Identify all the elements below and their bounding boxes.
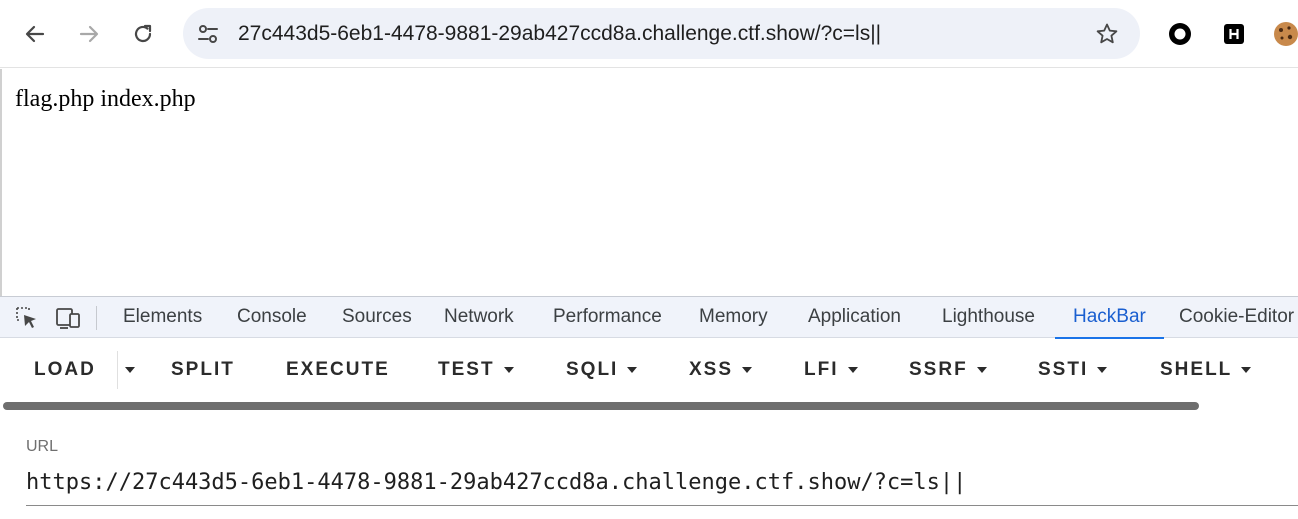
load-divider: [117, 351, 118, 389]
tab-network[interactable]: Network: [444, 306, 514, 327]
browser-toolbar: 27c443d5-6eb1-4478-9881-29ab427ccd8a.cha…: [0, 0, 1298, 68]
back-arrow-icon: [25, 25, 45, 43]
hackbar-scrollbar-thumb[interactable]: [3, 402, 1199, 410]
page-viewport: flag.php index.php: [0, 69, 1298, 296]
load-button-label: LOAD: [34, 359, 96, 380]
reload-icon: [134, 24, 152, 43]
back-button[interactable]: [17, 16, 53, 52]
tab-lighthouse[interactable]: Lighthouse: [942, 306, 1035, 327]
test-button-label: TEST: [438, 359, 495, 380]
devtools-tab-bar: Elements Console Sources Network Perform…: [0, 296, 1298, 339]
site-settings-icon: [198, 25, 218, 43]
cookie-extension-icon: [1274, 22, 1298, 46]
forward-button[interactable]: [71, 16, 107, 52]
xss-button-label: XSS: [689, 359, 734, 380]
ssrf-menu-button[interactable]: SSRF: [909, 357, 987, 383]
site-settings-button[interactable]: [195, 21, 221, 47]
inspect-element-button[interactable]: [14, 306, 40, 330]
bookmark-button[interactable]: [1094, 21, 1120, 47]
toolbar-separator: [96, 306, 97, 330]
address-bar-text[interactable]: 27c443d5-6eb1-4478-9881-29ab427ccd8a.cha…: [238, 22, 882, 45]
chevron-down-icon: [503, 367, 514, 373]
tab-console[interactable]: Console: [237, 306, 307, 327]
bookmark-star-icon: [1096, 23, 1118, 44]
sqli-button-label: SQLI: [566, 359, 619, 380]
chevron-down-icon: [1241, 367, 1252, 373]
execute-button[interactable]: EXECUTE: [286, 357, 390, 383]
load-button[interactable]: LOAD: [34, 357, 96, 383]
lfi-button-label: LFI: [804, 359, 839, 380]
ssti-button-label: SSTI: [1038, 359, 1089, 380]
address-bar[interactable]: 27c443d5-6eb1-4478-9881-29ab427ccd8a.cha…: [183, 8, 1140, 59]
xss-menu-button[interactable]: XSS: [689, 357, 753, 383]
tab-performance[interactable]: Performance: [553, 306, 662, 327]
tab-cookie-editor[interactable]: Cookie-Editor: [1179, 306, 1295, 327]
h-extension-icon: [1224, 24, 1244, 44]
shell-menu-button[interactable]: SHELL: [1160, 357, 1252, 383]
tab-sources[interactable]: Sources: [342, 306, 412, 327]
split-button[interactable]: SPLIT: [171, 357, 235, 383]
sqli-menu-button[interactable]: SQLI: [566, 357, 638, 383]
chevron-down-icon: [627, 367, 638, 373]
reload-button[interactable]: [125, 16, 161, 52]
page-output-text: flag.php index.php: [15, 86, 196, 112]
split-button-label: SPLIT: [171, 359, 235, 380]
forward-arrow-icon: [79, 25, 99, 43]
chevron-down-icon: [1097, 367, 1108, 373]
chevron-down-icon: [742, 367, 753, 373]
tab-memory[interactable]: Memory: [699, 306, 768, 327]
device-toolbar-icon: [56, 308, 80, 329]
shell-button-label: SHELL: [1160, 359, 1233, 380]
inspect-element-icon: [16, 307, 36, 328]
hackbar-url-section: URL https://27c443d5-6eb1-4478-9881-29ab…: [0, 412, 1298, 519]
chevron-down-icon: [847, 367, 858, 373]
ssrf-button-label: SSRF: [909, 359, 968, 380]
extension-circle[interactable]: [1166, 20, 1194, 48]
url-field-label: URL: [26, 438, 59, 455]
extension-cookie[interactable]: [1272, 20, 1298, 48]
execute-button-label: EXECUTE: [286, 359, 390, 380]
lfi-menu-button[interactable]: LFI: [804, 357, 858, 383]
chevron-down-icon: [976, 367, 987, 373]
load-dropdown-caret-icon[interactable]: [125, 367, 135, 373]
tab-elements[interactable]: Elements: [123, 306, 203, 327]
test-menu-button[interactable]: TEST: [438, 357, 514, 383]
tab-application[interactable]: Application: [808, 306, 901, 327]
circle-extension-icon: [1169, 23, 1191, 45]
ssti-menu-button[interactable]: SSTI: [1038, 357, 1108, 383]
tab-hackbar[interactable]: HackBar: [1055, 297, 1164, 339]
extension-h[interactable]: [1220, 20, 1248, 48]
url-input[interactable]: https://27c443d5-6eb1-4478-9881-29ab427c…: [26, 468, 1298, 506]
device-toolbar-button[interactable]: [55, 306, 81, 330]
hackbar-toolbar: LOAD SPLIT EXECUTE TEST SQLI XSS LFI SSR…: [0, 339, 1298, 401]
